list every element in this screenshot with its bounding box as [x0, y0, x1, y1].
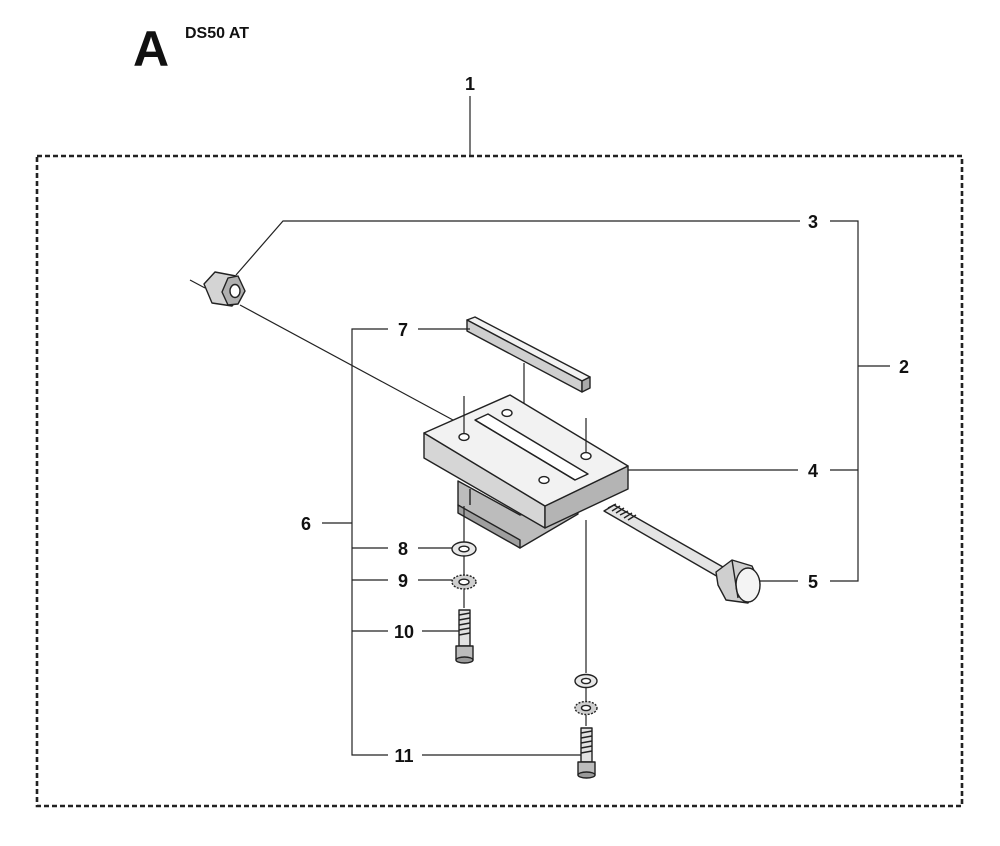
- part-clamp-block[interactable]: [423, 394, 629, 549]
- callout-4[interactable]: 4: [808, 461, 818, 481]
- model-label: DS50 AT: [185, 25, 249, 42]
- bolt-head-edge: [731, 559, 739, 599]
- bracket-6: [351, 328, 388, 756]
- part-hex-nut[interactable]: [189, 271, 246, 307]
- nut-block-line: [239, 304, 454, 421]
- key-top: [466, 316, 591, 382]
- leader-3: [235, 220, 800, 276]
- callout-5[interactable]: 5: [808, 572, 818, 592]
- callout-3[interactable]: 3: [808, 212, 818, 232]
- block-hole-2: [501, 408, 513, 418]
- block-hole-1: [458, 432, 470, 442]
- part-long-bolt[interactable]: [603, 503, 761, 604]
- bracket-2: [830, 220, 859, 582]
- block-hole-3: [580, 451, 592, 461]
- bolt-shank: [603, 504, 731, 579]
- nut-thread-hole: [229, 283, 241, 299]
- nut-axis-line: [189, 279, 206, 289]
- callout-6[interactable]: 6: [301, 514, 311, 534]
- part-cap-screw-right[interactable]: [577, 727, 596, 779]
- screw-thread-right: [580, 730, 593, 754]
- part-lock-washer-right[interactable]: [574, 700, 598, 716]
- callout-7[interactable]: 7: [398, 320, 408, 340]
- slot-edge: [474, 419, 576, 481]
- part-key-strip[interactable]: [466, 316, 591, 393]
- bolt-thread: [607, 503, 637, 521]
- block-jaw-lower: [457, 504, 521, 549]
- block-hole-4: [538, 475, 550, 485]
- key-end: [581, 376, 591, 393]
- section-letter: A: [133, 21, 169, 77]
- screw-thread-left: [458, 612, 471, 636]
- callout-8[interactable]: 8: [398, 539, 408, 559]
- callout-2[interactable]: 2: [899, 357, 909, 377]
- callout-11[interactable]: 11: [394, 746, 413, 766]
- part-flat-washer-left[interactable]: [451, 541, 477, 557]
- assembly-frame: [35, 154, 964, 808]
- bolt-head-face: [735, 567, 761, 603]
- part-lock-washer-left[interactable]: [451, 574, 477, 590]
- part-flat-washer-right[interactable]: [574, 673, 598, 689]
- callout-10[interactable]: 10: [394, 622, 414, 642]
- callout-9[interactable]: 9: [398, 571, 408, 591]
- callout-1[interactable]: 1: [465, 74, 475, 94]
- part-cap-screw-left[interactable]: [455, 609, 474, 664]
